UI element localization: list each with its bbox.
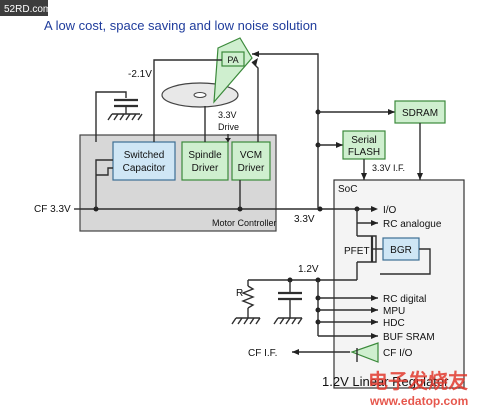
ground-cap12-icon [273, 317, 303, 325]
mpu-label: MPU [383, 306, 405, 317]
rc-analogue-label: RC analogue [383, 219, 442, 230]
spindle-label: Spindle [188, 150, 222, 161]
bgr-label: BGR [390, 245, 412, 256]
drive-voltage-label: 3.3V [218, 110, 237, 120]
neg-voltage-wire [153, 59, 222, 142]
regulator-label: 1.2V Linear Regulator [322, 374, 449, 389]
watermark-cn: 电子发烧友 [368, 369, 468, 393]
vcm-driver-label: Driver [238, 163, 265, 174]
buf-sram-label: BUF SRAM [383, 332, 435, 343]
watermark-url: www.edatop.com [369, 394, 468, 408]
cf33-label: CF 3.3V [34, 204, 71, 215]
spindle-driver-label: Driver [192, 163, 219, 174]
cf-io-label: CF I/O [383, 348, 413, 359]
drive-supply-arrow [225, 138, 231, 142]
switched-label: Switched [124, 150, 165, 161]
cf-buffer-icon [350, 342, 379, 363]
flash-label: FLASH [348, 147, 380, 158]
r-label: R [236, 288, 243, 299]
pa-block [221, 51, 245, 67]
cap-wire [95, 91, 127, 142]
v33-bus-label: 3.3V [294, 214, 315, 225]
soc-label: SoC [338, 184, 357, 195]
spindle-driver-block [181, 141, 229, 181]
capacitor-label: Capacitor [123, 163, 166, 174]
vcm-arrow [252, 58, 258, 66]
rc-digital-label: RC digital [383, 294, 426, 305]
neg-voltage-label: -2.1V [128, 69, 152, 80]
watermark-badge [0, 0, 48, 16]
pa-supply-arrow [252, 51, 259, 57]
motor-controller-label: Motor Controller [212, 218, 277, 228]
heading: A low cost, space saving and low noise s… [44, 18, 317, 33]
ground-icon [107, 113, 143, 121]
disk-hub-icon [193, 92, 207, 98]
watermark-top: 52RD.com [4, 4, 51, 15]
serial-label: Serial [351, 135, 377, 146]
pfet-label: PFET [344, 246, 370, 257]
resistor-icon [241, 285, 255, 309]
vcm-wire [251, 61, 259, 142]
vcm-label: VCM [240, 150, 262, 161]
v33-if-label: 3.3V I.F. [372, 163, 405, 173]
pa-label: PA [227, 55, 238, 65]
io-label: I/O [383, 205, 397, 216]
cf-if-label: CF I.F. [248, 348, 277, 359]
switched-capacitor-block [112, 141, 176, 181]
pa-supply-wire [252, 53, 319, 93]
ground-r-icon [231, 317, 261, 325]
switched-cap-input [95, 159, 113, 209]
v12-label: 1.2V [298, 264, 319, 275]
vcm-driver-block [231, 141, 271, 181]
hdc-label: HDC [383, 318, 405, 329]
drive-word-label: Drive [218, 122, 239, 132]
sdram-label: SDRAM [402, 108, 438, 119]
